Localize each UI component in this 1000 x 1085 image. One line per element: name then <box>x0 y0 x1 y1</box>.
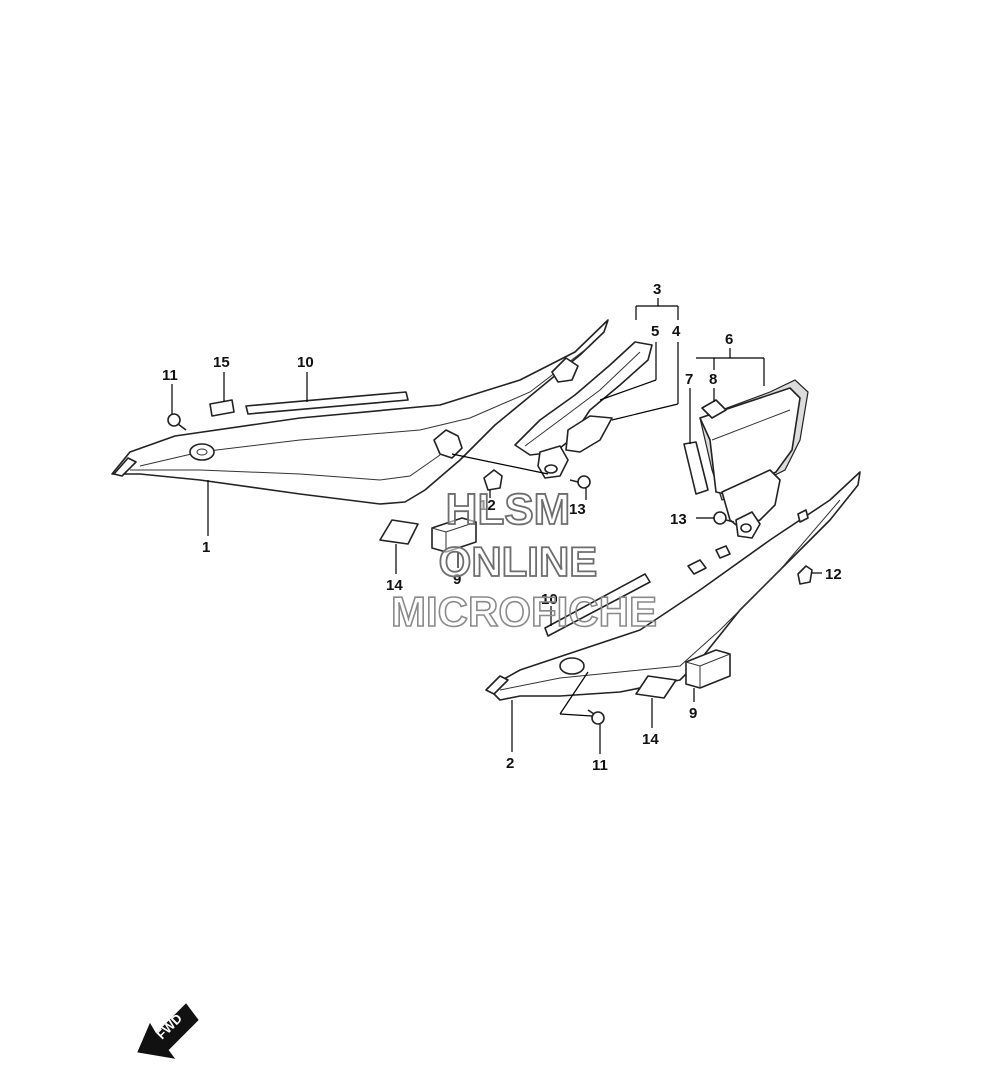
frame-cover-right <box>485 471 861 701</box>
callout-14-right: 14 <box>642 731 659 748</box>
callout-13-upper: 13 <box>569 501 586 518</box>
strip-part-10-lower <box>544 573 651 637</box>
callout-9-left: 9 <box>453 571 461 588</box>
callout-12-lower: 12 <box>825 566 842 583</box>
callout-8: 8 <box>709 371 717 388</box>
callout-10-upper: 10 <box>297 354 314 371</box>
clip-part-12-lower <box>797 565 813 585</box>
screw-part-11-left <box>167 413 187 431</box>
watermark: HLSM ONLINE MICROFICHE <box>390 484 658 636</box>
callout-12-upper: 12 <box>479 497 496 514</box>
bracket-assembly <box>514 341 653 479</box>
watermark-line-2: ONLINE <box>439 538 598 585</box>
strip-part-10-upper <box>245 391 409 415</box>
tail-cover-block <box>699 379 809 539</box>
block-part-9-left <box>431 517 477 553</box>
watermark-line-3: MICROFICHE <box>391 588 657 635</box>
pad-part-14-right <box>635 675 677 699</box>
pad-part-14-left <box>379 519 419 545</box>
frame-cover-left <box>111 319 609 505</box>
callouts: 1 2 3 4 5 6 7 8 9 9 10 10 11 11 12 12 13… <box>162 281 842 774</box>
callout-9-right: 9 <box>689 705 697 722</box>
callout-14-left: 14 <box>386 577 403 594</box>
watermark-line-1: HLSM <box>446 485 571 534</box>
callout-10-lower: 10 <box>541 591 558 608</box>
strip-part-7 <box>683 441 709 495</box>
leader-lines <box>171 298 822 754</box>
fwd-arrow-icon: FWD <box>137 1003 199 1059</box>
pad-part-8 <box>701 399 727 419</box>
callout-3: 3 <box>653 281 661 298</box>
block-part-9-right <box>685 649 731 689</box>
pad-part-15 <box>209 399 235 417</box>
callout-6: 6 <box>725 331 733 348</box>
callout-13-lower: 13 <box>670 511 687 528</box>
callout-2: 2 <box>506 755 514 772</box>
screw-part-13-upper <box>569 475 591 489</box>
callout-15: 15 <box>213 354 230 371</box>
screw-part-11-right <box>587 709 605 725</box>
callout-7: 7 <box>685 371 693 388</box>
clip-part-12-upper <box>483 469 503 491</box>
callout-1: 1 <box>202 539 210 556</box>
callout-11-upper: 11 <box>162 367 178 384</box>
callout-5: 5 <box>651 323 659 340</box>
callout-4: 4 <box>672 323 681 340</box>
callout-11-lower: 11 <box>592 757 608 774</box>
